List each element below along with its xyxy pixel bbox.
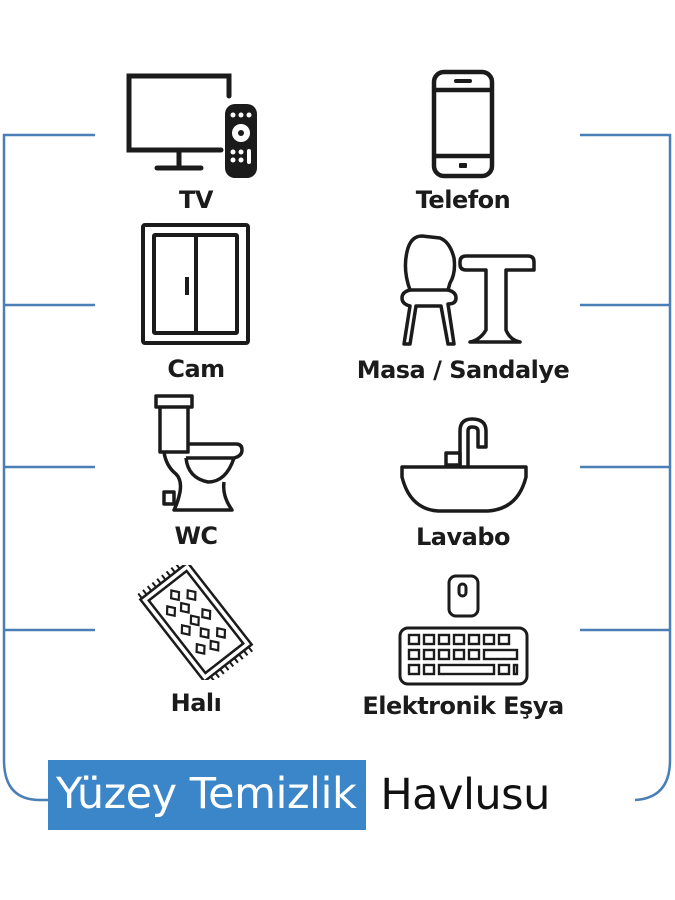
item-label: TV xyxy=(179,186,213,214)
item-wc: WC xyxy=(66,392,326,557)
item-label: Telefon xyxy=(415,186,511,214)
item-elektronik-esya: Elektronik Eşya xyxy=(333,572,593,727)
item-hali: Halı xyxy=(66,565,326,725)
smartphone-icon xyxy=(431,69,495,179)
item-label: WC xyxy=(174,522,218,550)
title-rest: Havlusu xyxy=(380,770,550,820)
item-telefon: Telefon xyxy=(333,68,593,218)
item-label: Lavabo xyxy=(416,523,511,551)
toilet-icon xyxy=(154,394,244,512)
item-label: Masa / Sandalye xyxy=(356,356,570,384)
item-masa-sandalye: Masa / Sandalye xyxy=(333,228,593,393)
keyboard-mouse-icon xyxy=(398,574,528,686)
item-lavabo: Lavabo xyxy=(333,415,593,560)
table-chair-icon xyxy=(400,234,536,346)
item-label: Halı xyxy=(170,689,222,717)
title-highlight: Yüzey Temizlik xyxy=(48,760,367,830)
product-title: Yüzey Temizlik Havlusu xyxy=(48,760,550,830)
rug-icon xyxy=(136,565,253,680)
right-bracket-line xyxy=(580,133,672,802)
sink-icon xyxy=(399,417,528,513)
tv-with-remote-icon xyxy=(126,73,257,178)
left-bracket-line xyxy=(2,133,95,802)
item-tv: TV xyxy=(66,68,326,218)
item-label: Cam xyxy=(167,355,225,383)
window-icon xyxy=(141,223,250,345)
item-label: Elektronik Eşya xyxy=(362,692,564,720)
item-cam: Cam xyxy=(66,222,326,392)
